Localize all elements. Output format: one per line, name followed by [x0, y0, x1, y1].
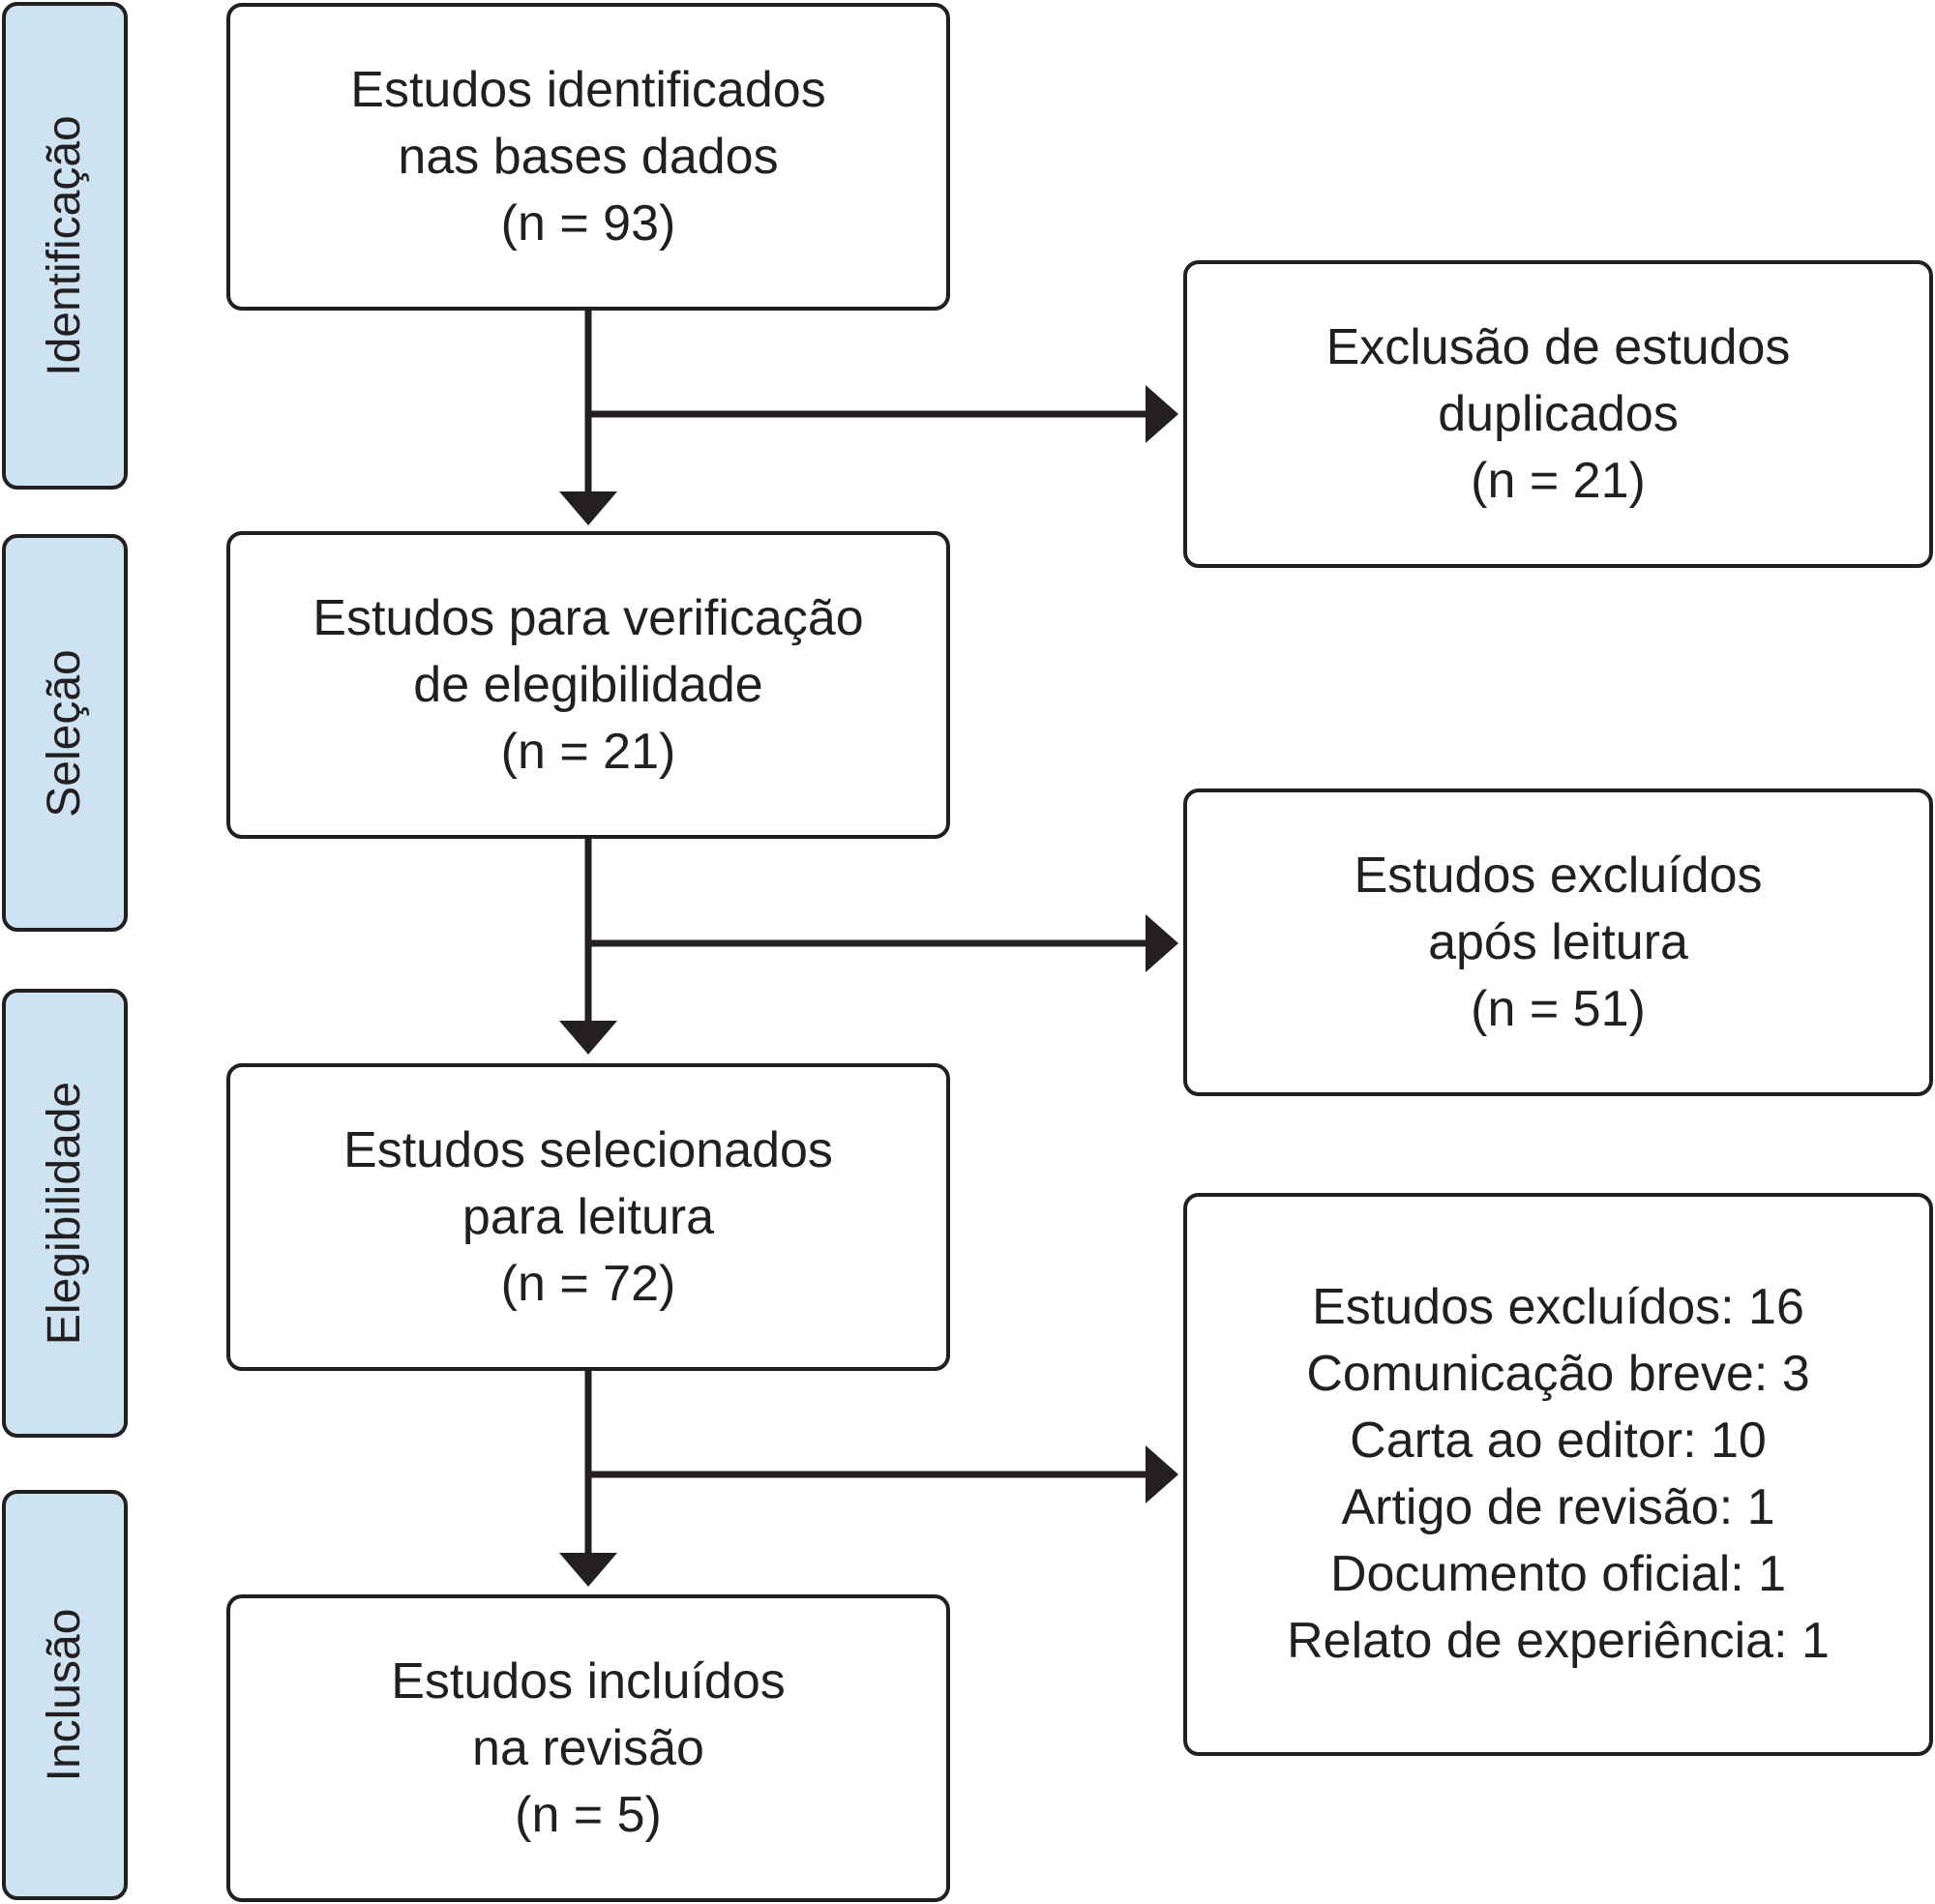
- box-selected-line2: para leitura: [461, 1188, 715, 1245]
- breakdown-line: Estudos excluídos: 16: [1312, 1279, 1804, 1335]
- box-excluded-after-reading: Estudos excluídos após leitura (n = 51): [1183, 788, 1933, 1096]
- box-included-line2: na revisão: [472, 1719, 704, 1776]
- box-identified-line1: Estudos identificados: [350, 61, 826, 118]
- box-identified: Estudos identificados nas bases dados (n…: [226, 3, 950, 311]
- arrowhead-down-3: [559, 1553, 617, 1587]
- arrowhead-right-1: [1146, 385, 1178, 443]
- box-included: Estudos incluídos na revisão (n = 5): [226, 1594, 950, 1902]
- box-duplicates: Exclusão de estudos duplicados (n = 21): [1183, 260, 1933, 568]
- box-duplicates-line1: Exclusão de estudos: [1325, 318, 1791, 375]
- box-screening-count: (n = 21): [500, 723, 676, 780]
- arrowhead-right-2: [1146, 914, 1178, 972]
- stage-identificacao: Identificação: [2, 2, 128, 490]
- breakdown-line: Relato de experiência: 1: [1287, 1613, 1830, 1669]
- box-identified-line2: nas bases dados: [398, 128, 779, 185]
- stage-inclusao: Inclusão: [2, 1490, 128, 1900]
- box-excluded-after-reading-count: (n = 51): [1471, 980, 1646, 1037]
- box-included-line1: Estudos incluídos: [391, 1652, 786, 1710]
- arrowhead-down-2: [559, 1021, 617, 1055]
- box-excluded-breakdown: Estudos excluídos: 16 Comunicação breve:…: [1183, 1193, 1933, 1756]
- arrowhead-down-1: [559, 491, 617, 525]
- box-duplicates-line2: duplicados: [1438, 385, 1679, 442]
- box-excluded-after-reading-line1: Estudos excluídos: [1354, 847, 1763, 904]
- box-included-count: (n = 5): [515, 1786, 662, 1843]
- breakdown-line: Carta ao editor: 10: [1350, 1413, 1767, 1469]
- box-excluded-after-reading-line2: após leitura: [1428, 913, 1688, 970]
- breakdown-line: Documento oficial: 1: [1329, 1546, 1787, 1602]
- box-screening-line1: Estudos para verificação: [313, 589, 864, 646]
- box-screening: Estudos para verificação de elegibilidad…: [226, 531, 950, 839]
- breakdown-line: Artigo de revisão: 1: [1341, 1479, 1775, 1535]
- box-identified-count: (n = 93): [500, 194, 676, 252]
- box-selected: Estudos selecionados para leitura (n = 7…: [226, 1063, 950, 1371]
- stage-selecao: Seleção: [2, 534, 128, 932]
- stage-elegibilidade: Elegibilidade: [2, 989, 128, 1438]
- breakdown-line: Comunicação breve: 3: [1306, 1346, 1810, 1402]
- box-screening-line2: de elegibilidade: [413, 656, 763, 713]
- arrowhead-right-3: [1146, 1445, 1178, 1503]
- box-duplicates-count: (n = 21): [1471, 452, 1646, 509]
- box-selected-line1: Estudos selecionados: [343, 1121, 833, 1178]
- box-selected-count: (n = 72): [500, 1255, 676, 1312]
